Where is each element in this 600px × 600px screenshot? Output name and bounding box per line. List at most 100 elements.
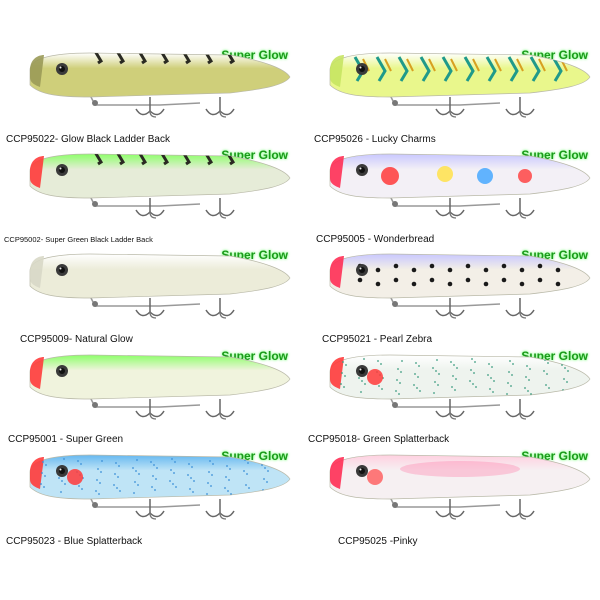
lure-nose: [330, 256, 344, 288]
lure-image: [329, 454, 591, 520]
lure-caption: CCP95023 - Blue Splatterback: [6, 536, 143, 547]
wire-rig: [89, 496, 201, 508]
lure-body: [329, 253, 591, 299]
lure-nose: [30, 457, 44, 489]
lure-caption: CCP95025 -Pinky: [338, 536, 418, 547]
lure-body: [329, 52, 591, 98]
swivel-icon: [92, 402, 98, 408]
swivel-icon: [92, 100, 98, 106]
lure-eye-highlight: [59, 368, 62, 371]
lure-caption: CCP95001 - Super Green: [8, 434, 124, 445]
lure-caption: CCP95009- Natural Glow: [20, 334, 133, 345]
lure-pattern: [93, 154, 236, 166]
wire-rig: [389, 195, 501, 207]
lure-eye-highlight: [359, 267, 362, 270]
lure-image: [329, 253, 591, 319]
treble-hook-icon: [505, 298, 535, 319]
treble-hook-icon: [505, 198, 535, 219]
swivel-icon: [92, 201, 98, 207]
lure-item-ccp95018[interactable]: Super Glow CCP95018- Green Splatterback: [300, 347, 600, 447]
treble-hook-icon: [135, 298, 165, 319]
treble-hook-icon: [435, 198, 465, 219]
wire-rig: [389, 94, 501, 106]
lure-item-ccp95023[interactable]: Super Glow CCP95023 - Blue Splatterback: [0, 447, 300, 547]
lure-body: [29, 52, 291, 98]
lure-eye-highlight: [359, 66, 362, 69]
wire-rig: [89, 396, 201, 408]
lure-image: [29, 354, 291, 420]
lure-eye-highlight: [359, 368, 362, 371]
treble-hook-icon: [135, 198, 165, 219]
lure-pattern: [39, 458, 269, 495]
wire-rig: [389, 295, 501, 307]
lure-image: [29, 52, 291, 118]
wire-rig: [389, 496, 501, 508]
lure-caption: CCP95021 - Pearl Zebra: [322, 334, 433, 345]
swivel-icon: [392, 402, 398, 408]
lure-item-ccp95025[interactable]: Super Glow CCP95025 -Pinky: [300, 447, 600, 547]
lure-caption: CCP95018- Green Splatterback: [308, 434, 450, 445]
swivel-icon: [392, 100, 398, 106]
treble-hook-icon: [435, 499, 465, 520]
lure-nose: [30, 357, 44, 389]
treble-hook-icon: [135, 399, 165, 420]
wire-rig: [389, 396, 501, 408]
treble-hook-icon: [435, 399, 465, 420]
treble-hook-icon: [135, 97, 165, 118]
swivel-icon: [392, 502, 398, 508]
lure-caption: CCP95026 - Lucky Charms: [314, 134, 436, 145]
treble-hook-icon: [505, 499, 535, 520]
lure-item-ccp95026[interactable]: Super Glow CCP95026 - Lucky Charms: [300, 45, 600, 145]
lure-nose: [330, 357, 344, 389]
lure-caption: CCP95022- Glow Black Ladder Back: [6, 134, 170, 145]
lure-nose: [330, 156, 344, 188]
lure-nose: [30, 55, 44, 87]
lure-pattern: [367, 461, 520, 485]
wire-rig: [89, 195, 201, 207]
lure-item-ccp95001[interactable]: Super Glow CCP95001 - Super Green: [0, 347, 300, 447]
lure-nose: [330, 457, 344, 489]
treble-hook-icon: [205, 499, 235, 520]
lure-image: [329, 52, 591, 118]
treble-hook-icon: [435, 97, 465, 118]
treble-hook-icon: [205, 198, 235, 219]
treble-hook-icon: [505, 399, 535, 420]
lure-body: [29, 354, 291, 400]
lure-image: [29, 454, 291, 520]
lure-eye-highlight: [359, 468, 362, 471]
swivel-icon: [392, 201, 398, 207]
lure-body: [329, 454, 591, 500]
lure-body: [329, 153, 591, 199]
lure-eye-highlight: [59, 66, 62, 69]
lure-nose: [30, 156, 44, 188]
lure-pattern: [357, 263, 561, 287]
lure-pattern: [381, 166, 532, 185]
lure-item-ccp95005[interactable]: Super Glow CCP95005 - Wonderbread: [300, 146, 600, 246]
treble-hook-icon: [205, 298, 235, 319]
wire-rig: [89, 94, 201, 106]
lure-pattern: [339, 358, 569, 395]
lure-item-ccp95022[interactable]: Super Glow CCP95022- Glow Black Ladder B…: [0, 45, 300, 145]
wire-rig: [89, 295, 201, 307]
lure-eye-highlight: [59, 167, 62, 170]
lure-body: [29, 253, 291, 299]
lure-image: [329, 153, 591, 219]
lure-eye-highlight: [59, 267, 62, 270]
treble-hook-icon: [435, 298, 465, 319]
lure-eye-highlight: [59, 468, 62, 471]
lure-image: [29, 253, 291, 319]
treble-hook-icon: [135, 499, 165, 520]
swivel-icon: [392, 301, 398, 307]
treble-hook-icon: [505, 97, 535, 118]
lure-item-ccp95021[interactable]: Super Glow CCP95021 - Pearl Zebra: [300, 246, 600, 346]
lure-image: [29, 153, 291, 219]
lure-item-ccp95002[interactable]: Super Glow CCP95002- Super Green Black L…: [0, 146, 300, 246]
lure-body: [29, 153, 291, 199]
lure-image: [329, 354, 591, 420]
lure-nose: [330, 55, 344, 87]
lure-nose: [30, 256, 44, 288]
lure-item-ccp95009[interactable]: Super Glow CCP95009- Natural Glow: [0, 246, 300, 346]
treble-hook-icon: [205, 399, 235, 420]
lure-caption: CCP95002- Super Green Black Ladder Back: [4, 235, 153, 244]
treble-hook-icon: [205, 97, 235, 118]
